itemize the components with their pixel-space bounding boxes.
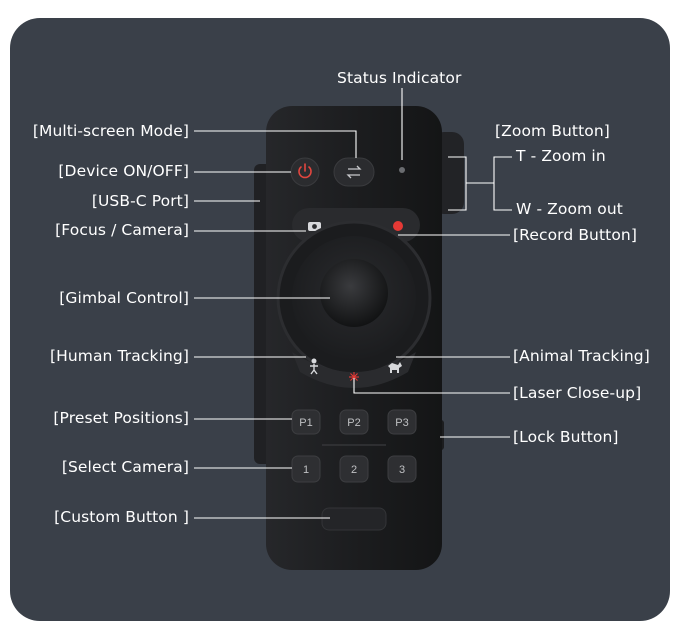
camera-label-2: 2 bbox=[351, 464, 357, 476]
leader-laser bbox=[353, 378, 510, 394]
camera-button-3[interactable] bbox=[387, 455, 417, 483]
preset-label-p3: P3 bbox=[395, 417, 408, 429]
preset-button-p1[interactable] bbox=[291, 409, 321, 435]
focus-camera-label: [Focus / Camera] bbox=[55, 221, 189, 239]
tracking-arc bbox=[292, 352, 416, 388]
gimbal-control-label: [Gimbal Control] bbox=[59, 289, 189, 307]
gimbal-joystick[interactable] bbox=[320, 259, 388, 327]
laser-icon[interactable] bbox=[349, 372, 359, 382]
human-tracking-icon[interactable] bbox=[310, 358, 318, 375]
status-indicator-light bbox=[399, 167, 405, 173]
preset-positions-label: [Preset Positions] bbox=[53, 409, 189, 427]
human-tracking-label: [Human Tracking] bbox=[49, 347, 189, 365]
leader-lines bbox=[194, 88, 512, 519]
zoom-button-label: [Zoom Button] bbox=[495, 122, 610, 140]
camera-button-1[interactable] bbox=[291, 455, 321, 483]
swap-arrows-icon bbox=[346, 165, 362, 179]
preset-button-p3[interactable] bbox=[387, 409, 417, 435]
camera-label-1: 1 bbox=[303, 464, 309, 476]
camera-icon[interactable] bbox=[308, 222, 321, 231]
record-dot-icon[interactable] bbox=[393, 221, 403, 231]
animal-tracking-label: [Animal Tracking] bbox=[513, 347, 650, 365]
zoom-in-label: T - Zoom in bbox=[516, 147, 606, 165]
power-button[interactable] bbox=[290, 157, 320, 187]
record-button-label: [Record Button] bbox=[513, 226, 637, 244]
leader-multiscreen bbox=[194, 130, 357, 158]
lock-button-label: [Lock Button] bbox=[513, 428, 619, 446]
camera-label-3: 3 bbox=[399, 464, 405, 476]
custom-button[interactable] bbox=[321, 507, 387, 531]
laser-closeup-label: [Laser Close-up] bbox=[513, 384, 642, 402]
preset-button-p2[interactable] bbox=[339, 409, 369, 435]
device-onoff-label: [Device ON/OFF] bbox=[58, 162, 189, 180]
camera-button-2[interactable] bbox=[339, 455, 369, 483]
animal-tracking-icon[interactable] bbox=[388, 362, 402, 373]
preset-label-p2: P2 bbox=[347, 417, 360, 429]
zoom-out-label: W - Zoom out bbox=[516, 200, 623, 218]
multi-screen-label: [Multi-screen Mode] bbox=[32, 122, 189, 140]
custom-button-label: [Custom Button ] bbox=[54, 508, 189, 526]
multi-screen-button[interactable] bbox=[333, 157, 375, 187]
select-camera-label: [Select Camera] bbox=[61, 458, 189, 476]
power-icon bbox=[298, 166, 312, 179]
preset-label-p1: P1 bbox=[299, 417, 312, 429]
usbc-port-label: [USB-C Port] bbox=[91, 192, 189, 210]
leader-zoom-in bbox=[493, 156, 512, 211]
status-indicator-label: Status Indicator bbox=[337, 69, 462, 87]
